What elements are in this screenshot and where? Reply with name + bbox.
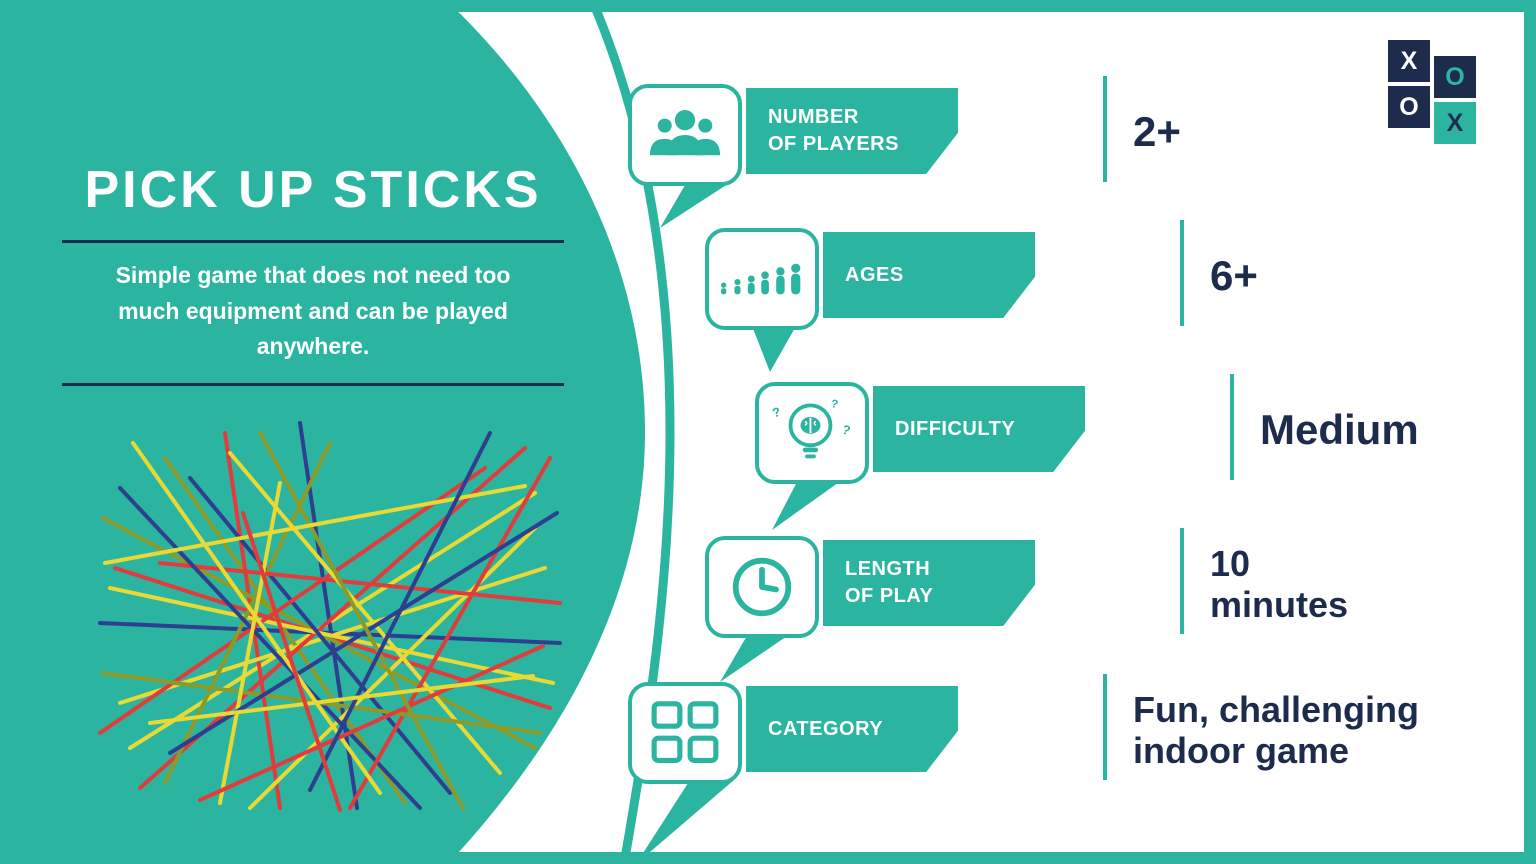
ages-icon [720, 263, 801, 295]
left-teal-blob [0, 0, 645, 864]
row-label: CATEGORY [746, 686, 958, 772]
row-tick [1180, 528, 1184, 634]
logo-cell-x2: X [1434, 102, 1476, 144]
row-value: 6+ [1210, 251, 1258, 299]
row5-tail [636, 780, 734, 864]
row-value: Medium [1260, 405, 1419, 453]
row-label: AGES [823, 232, 1035, 318]
row-value: 2+ [1133, 107, 1181, 155]
row-tick [1230, 374, 1234, 480]
svg-text:?: ? [830, 398, 839, 411]
row-difficulty: ? ? ? DIFFICULTY Medium [755, 374, 1536, 492]
row-length-of-play: LENGTH OF PLAY 10 minutes [705, 528, 1536, 646]
difficulty-icon: ? ? ? [771, 398, 852, 459]
page-description: Simple game that does not need too much … [115, 262, 511, 360]
row-value: 10 minutes [1210, 542, 1349, 625]
logo-cell-o2: O [1388, 86, 1430, 128]
players-icon-bubble [628, 84, 742, 186]
ages-icon-bubble [705, 228, 819, 330]
divider-top [62, 240, 564, 243]
row-category: CATEGORY Fun, challenging indoor game [628, 674, 1536, 792]
row-tick [1103, 76, 1107, 182]
row-label: NUMBER OF PLAYERS [746, 88, 958, 174]
svg-text:?: ? [771, 404, 783, 421]
svg-text:?: ? [840, 422, 852, 439]
row1-tail [660, 180, 734, 228]
row4-tail [720, 634, 790, 682]
row-number-of-players: NUMBER OF PLAYERS 2+ [628, 76, 1536, 194]
brand-logo: X O O X [1388, 40, 1480, 150]
clock-icon-bubble [705, 536, 819, 638]
row2-tail [752, 326, 796, 372]
logo-cell-x1: X [1388, 40, 1430, 82]
difficulty-icon-bubble: ? ? ? [755, 382, 869, 484]
row-tick [1103, 674, 1107, 780]
pick-up-sticks-illustration [98, 421, 562, 812]
players-icon [649, 110, 721, 156]
row-tick [1180, 220, 1184, 326]
divider-bottom [62, 383, 564, 386]
page-title: PICK UP STICKS [84, 161, 542, 219]
row-value: Fun, challenging indoor game [1133, 688, 1419, 771]
row-ages: AGES 6+ [705, 220, 1536, 338]
category-icon [651, 701, 719, 763]
category-icon-bubble [628, 682, 742, 784]
row-label: LENGTH OF PLAY [823, 540, 1035, 626]
logo-cell-o1: O [1434, 56, 1476, 98]
row3-tail [772, 480, 842, 530]
row-label: DIFFICULTY [873, 386, 1085, 472]
clock-icon [732, 557, 792, 617]
